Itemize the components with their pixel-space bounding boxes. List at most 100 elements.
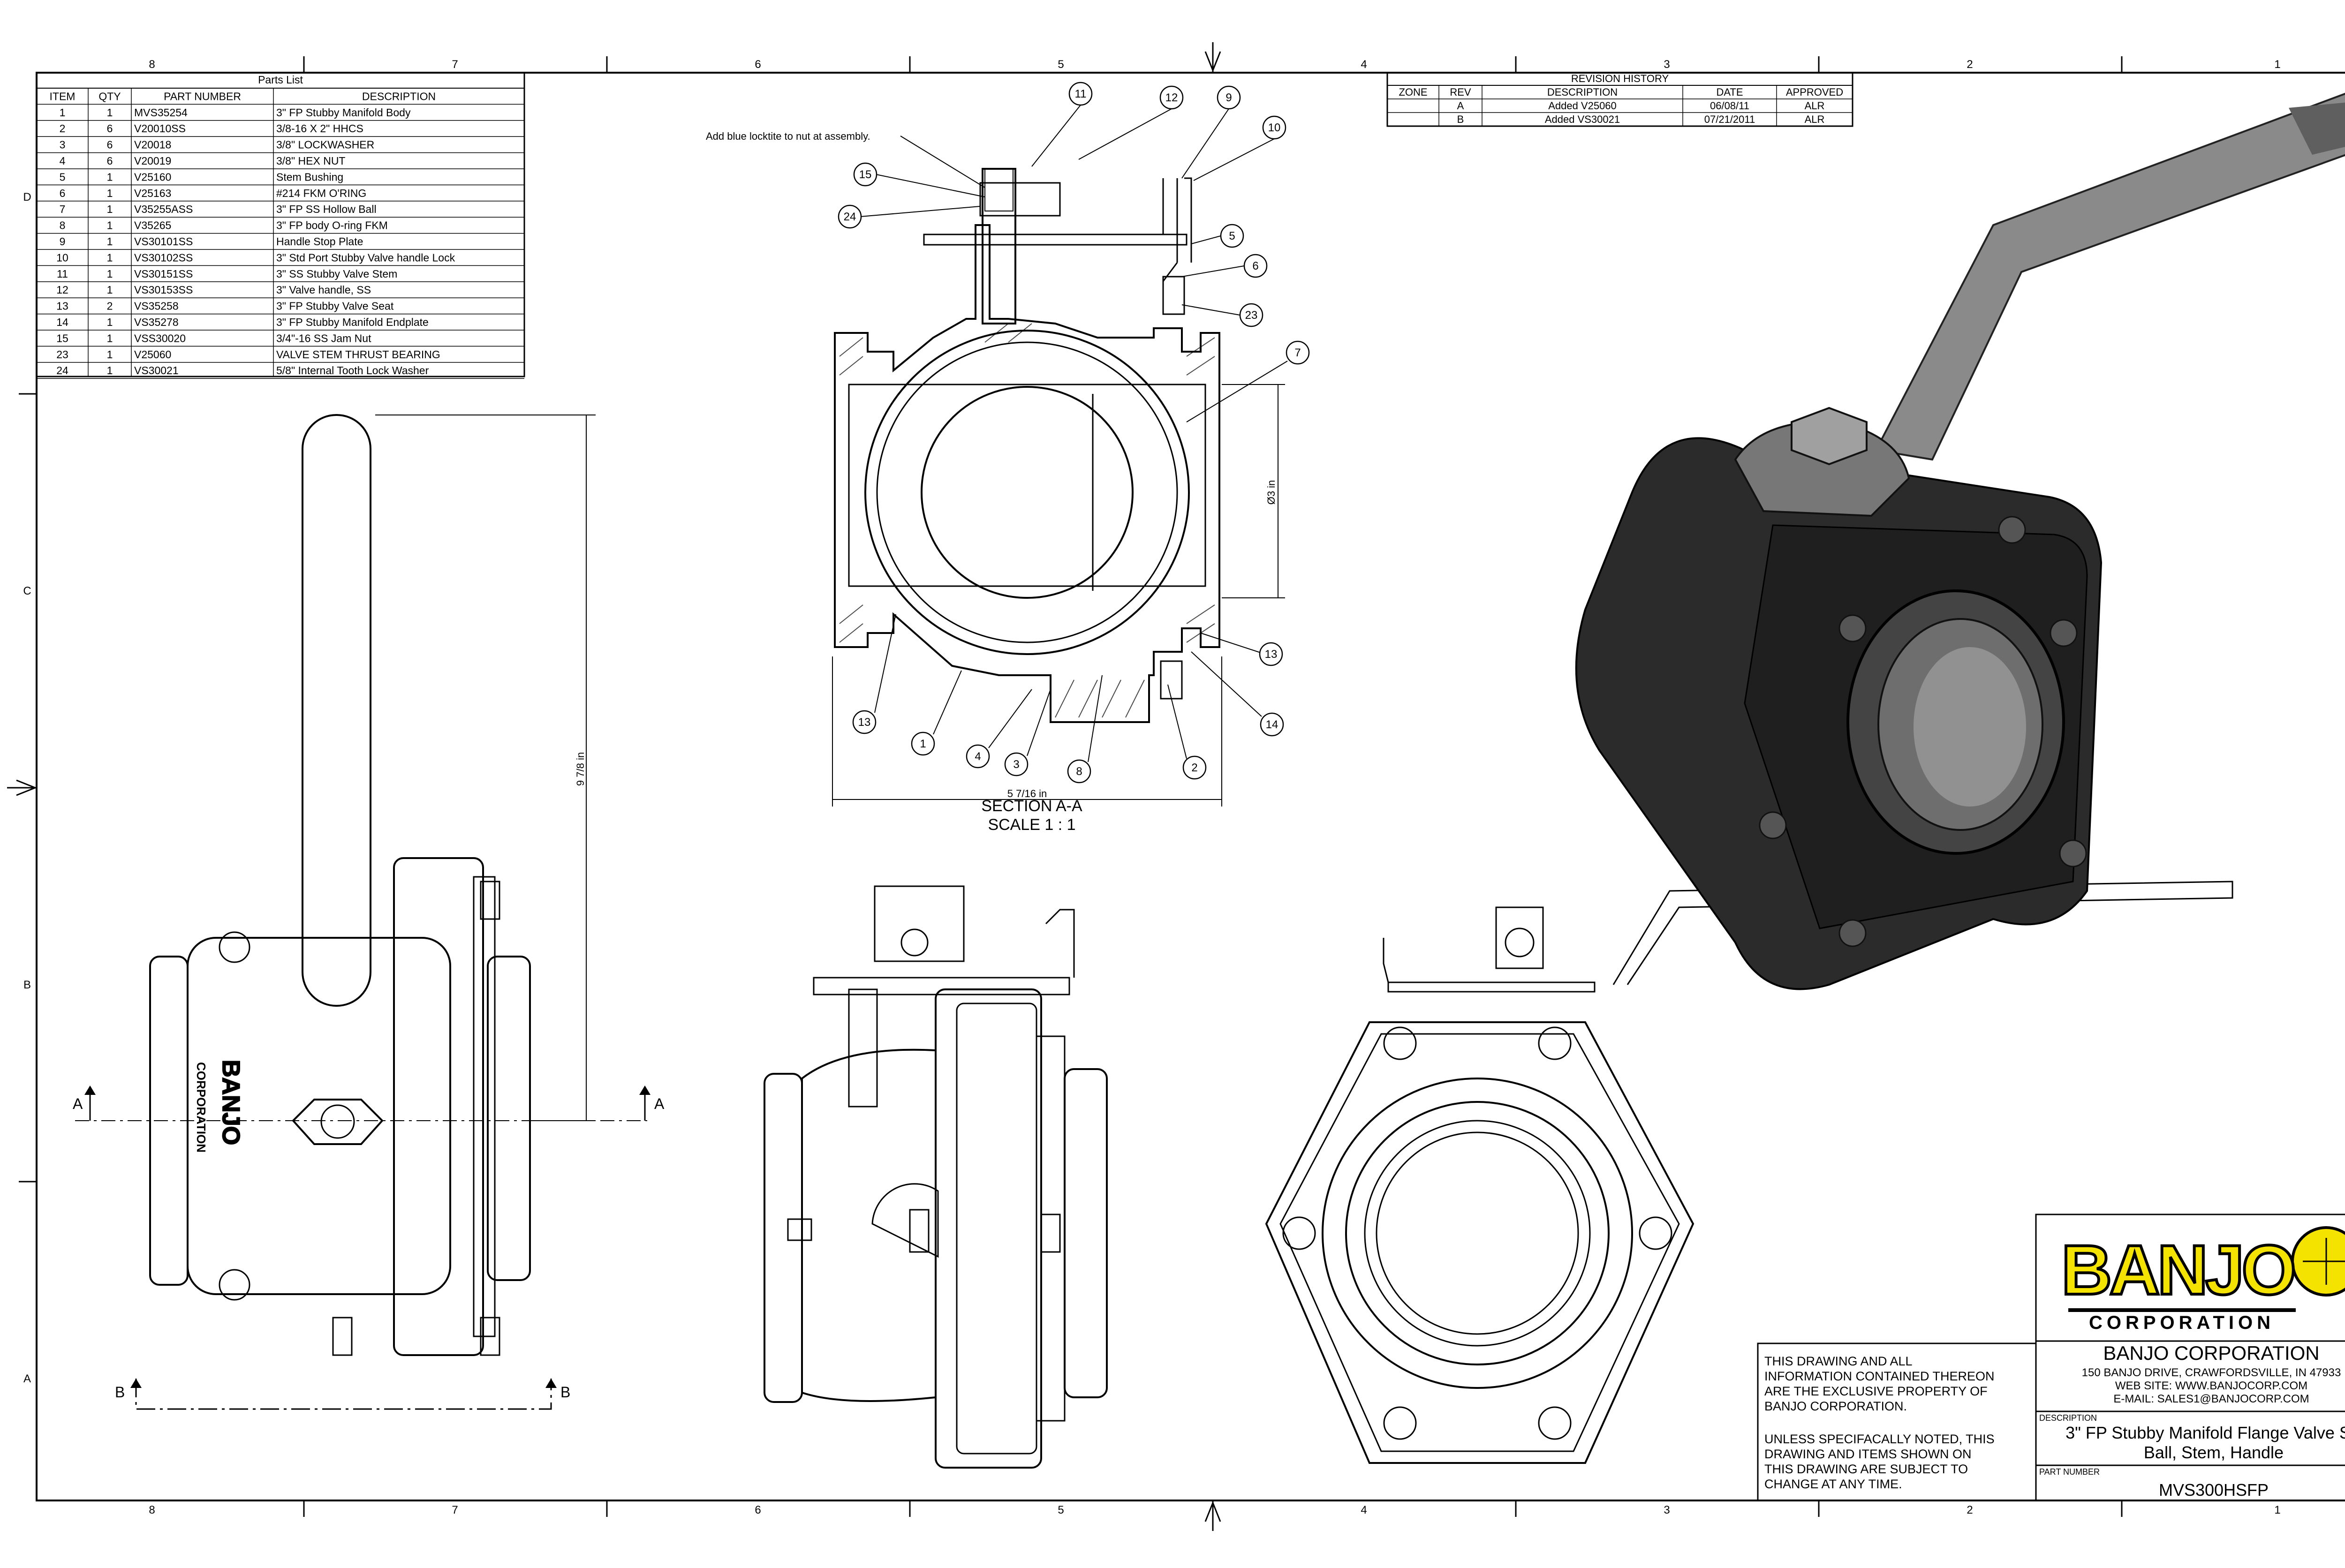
parts-list-cell: 3" Valve handle, SS [276,284,371,296]
balloon-leader [1186,361,1288,422]
zone-col-8-bottom: 8 [149,1504,155,1516]
parts-list-cell: VS30101SS [134,235,193,248]
parts-list-cell: 9 [60,235,66,248]
balloon-circle [966,744,990,769]
parts-list-cell: 1 [60,106,66,119]
parts-list-cell: 23 [56,348,68,361]
parts-list-cell: 3/8-16 X 2" HHCS [276,122,363,135]
parts-list-cell: V25163 [134,187,171,199]
revision-header: DESCRIPTION [1547,86,1618,98]
balloon-circle [1068,82,1093,106]
parts-list-cell: VS30153SS [134,284,193,296]
revision-history-title: REVISION HISTORY [1571,73,1669,84]
parts-list-cell: 15 [56,332,68,344]
parts-list-cell: VS35258 [134,300,179,312]
parts-list-cell: VALVE STEM THRUST BEARING [276,348,440,361]
zone-col-4: 4 [1361,58,1367,71]
parts-list-cell: VSS30020 [134,332,186,344]
parts-list-cell: Stem Bushing [276,171,343,183]
balloon-circle [1243,254,1268,278]
description-label: DESCRIPTION [2039,1413,2097,1423]
section-scale: SCALE 1 : 1 [988,816,1075,834]
parts-list-cell: 6 [107,122,113,135]
description-line-2: Ball, Stem, Handle [2144,1443,2284,1462]
parts-list-cell: 6 [107,139,113,151]
balloon-label: 4 [975,750,981,763]
parts-list-cell: 1 [107,235,113,248]
front-view: BANJO CORPORATION A A B B 9 7/8 in [73,414,665,1410]
embossed-logo-word: BANJO [217,1060,244,1145]
parts-list-cell: 8 [60,219,66,232]
parts-list-cell: 1 [107,332,113,344]
parts-list-cell: 1 [107,171,113,183]
parts-list-cell: 1 [107,364,113,377]
zone-col-1: 1 [2274,58,2280,71]
company-website: WEB SITE: WWW.BANJOCORP.COM [2115,1380,2307,1392]
balloon-circle [1286,340,1310,365]
banjo-logo: BANJO CORPORATION [2060,1226,2345,1333]
revision-cell: Added V25060 [1548,100,1617,112]
balloon-leader [1193,138,1275,181]
parts-list-cell: 3" FP Stubby Manifold Endplate [276,316,429,328]
parts-list-cell: 11 [57,268,68,280]
balloon-leader [860,206,981,217]
parts-list-cell: Handle Stop Plate [276,235,363,248]
section-label-a-left: A [73,1095,83,1112]
parts-list-cell: 1 [107,219,113,232]
section-view-a-a: Add blue locktite to nut at assembly. 5 … [706,82,1310,834]
balloon-label: 13 [1265,648,1278,661]
revision-header: DATE [1716,86,1743,98]
zone-col-8: 8 [149,58,155,71]
balloon-leader [1031,105,1081,167]
notice-box: THIS DRAWING AND ALL INFORMATION CONTAIN… [1757,1342,2037,1501]
balloon-label: 15 [859,168,872,181]
balloon-circle [852,710,877,734]
balloon-circle [1220,224,1244,248]
notice-line-2: INFORMATION CONTAINED THEREON [1764,1369,1995,1383]
logo-subtitle: CORPORATION [2089,1312,2275,1333]
isometric-render [1575,92,2345,990]
parts-list-cell: 12 [56,284,68,296]
balloon-circle [1259,642,1283,666]
balloon-circle [1159,85,1184,110]
parts-list-cell: 3/8" LOCKWASHER [276,139,374,151]
balloon-label: 11 [1075,88,1087,100]
parts-list-cell: V35265 [134,219,171,232]
parts-list-cell: 3" Std Port Stubby Valve handle Lock [276,251,455,264]
balloon-leader [1191,235,1221,244]
parts-list-cell: 24 [56,364,68,377]
parts-list-cell: 13 [56,300,68,312]
embossed-logo-sub: CORPORATION [194,1062,208,1153]
balloon-label: 1 [920,738,926,750]
parts-list-cell: 3" FP Stubby Manifold Body [276,106,411,119]
revision-header: REV [1450,86,1471,98]
parts-list-header: PART NUMBER [164,90,241,102]
height-dimension: 9 7/8 in [575,752,586,786]
zone-col-6-bottom: 6 [755,1504,761,1516]
balloon-circle [1004,752,1029,776]
balloon-label: 7 [1294,347,1301,359]
parts-list-cell: 3" FP body O-ring FKM [276,219,388,232]
parts-list-cell: 3/8" HEX NUT [276,155,345,167]
balloon-leader [874,614,896,713]
parts-list-cell: 6 [60,187,66,199]
revision-cell: ALR [1805,100,1825,112]
notice-line-7: THIS DRAWING ARE SUBJECT TO [1764,1462,1968,1476]
revision-cell: Added VS30021 [1545,113,1620,125]
parts-list-cell: 6 [107,155,113,167]
balloon-label: 13 [858,716,871,729]
revision-header: APPROVED [1786,86,1843,98]
revision-cell: 07/21/2011 [1704,113,1755,125]
parts-list-header: DESCRIPTION [362,90,436,102]
company-address: 150 BANJO DRIVE, CRAWFORDSVILLE, IN 4793… [2082,1366,2341,1379]
title-block: BANJO CORPORATION BANJO CORPORATION 150 … [2035,1214,2345,1501]
parts-list-cell: VS30021 [134,364,179,377]
balloon-circle [1262,115,1286,140]
section-width-dimension: 5 7/16 in [1007,788,1047,799]
balloon-leader [1088,675,1103,762]
balloon-circle [1239,303,1263,327]
zone-col-3-bottom: 3 [1664,1504,1670,1516]
balloon-leader [1191,651,1262,717]
